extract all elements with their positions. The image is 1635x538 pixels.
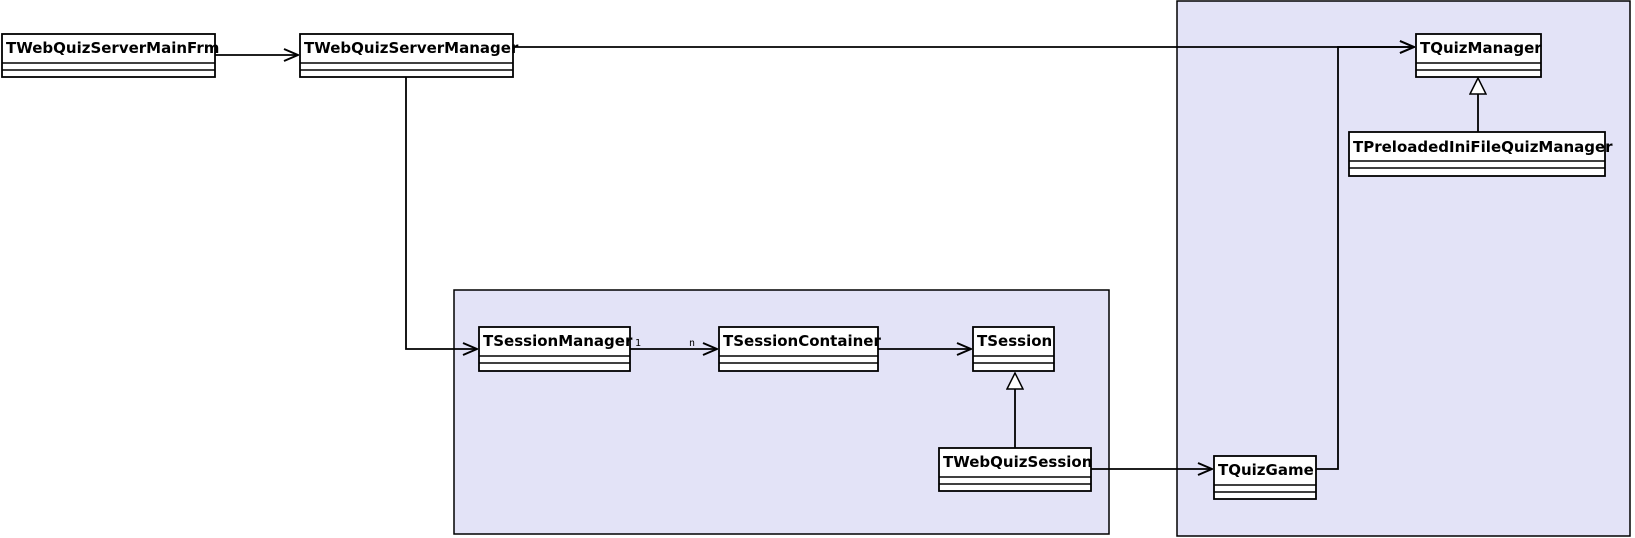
class-twebquizservermanager[interactable]: TWebQuizServerManager <box>299 33 519 78</box>
class-tquizgame[interactable]: TQuizGame <box>1213 455 1317 500</box>
association-quizgame-quizmanager <box>1316 47 1414 470</box>
class-twebquizsession[interactable]: TWebQuizSession <box>938 447 1092 492</box>
class-name: TPreloadedIniFileQuizManager <box>1353 138 1613 156</box>
class-twebquizservermainfrm[interactable]: TWebQuizServerMainFrm <box>1 33 219 78</box>
class-name: TQuizManager <box>1420 39 1542 57</box>
class-tsessionmanager[interactable]: TSessionManager <box>478 326 633 372</box>
class-tpreloadedinifilequizmanager[interactable]: TPreloadedIniFileQuizManager <box>1348 131 1613 177</box>
class-tquizmanager[interactable]: TQuizManager <box>1415 33 1542 78</box>
package-quiz <box>1176 0 1631 537</box>
class-name: TSession <box>977 332 1052 350</box>
class-name: TSessionContainer <box>723 332 881 350</box>
class-name: TQuizGame <box>1218 461 1314 479</box>
association-servermanager-sessionmanager <box>405 77 477 349</box>
class-tsessioncontainer[interactable]: TSessionContainer <box>718 326 881 372</box>
multiplicity-many-label: n <box>689 338 695 349</box>
multiplicity-one-label: 1 <box>635 338 641 349</box>
class-name: TSessionManager <box>483 332 633 350</box>
class-name: TWebQuizServerMainFrm <box>6 39 219 57</box>
class-name: TWebQuizServerManager <box>304 39 519 57</box>
class-name: TWebQuizSession <box>943 453 1092 471</box>
class-tsession[interactable]: TSession <box>972 326 1055 372</box>
